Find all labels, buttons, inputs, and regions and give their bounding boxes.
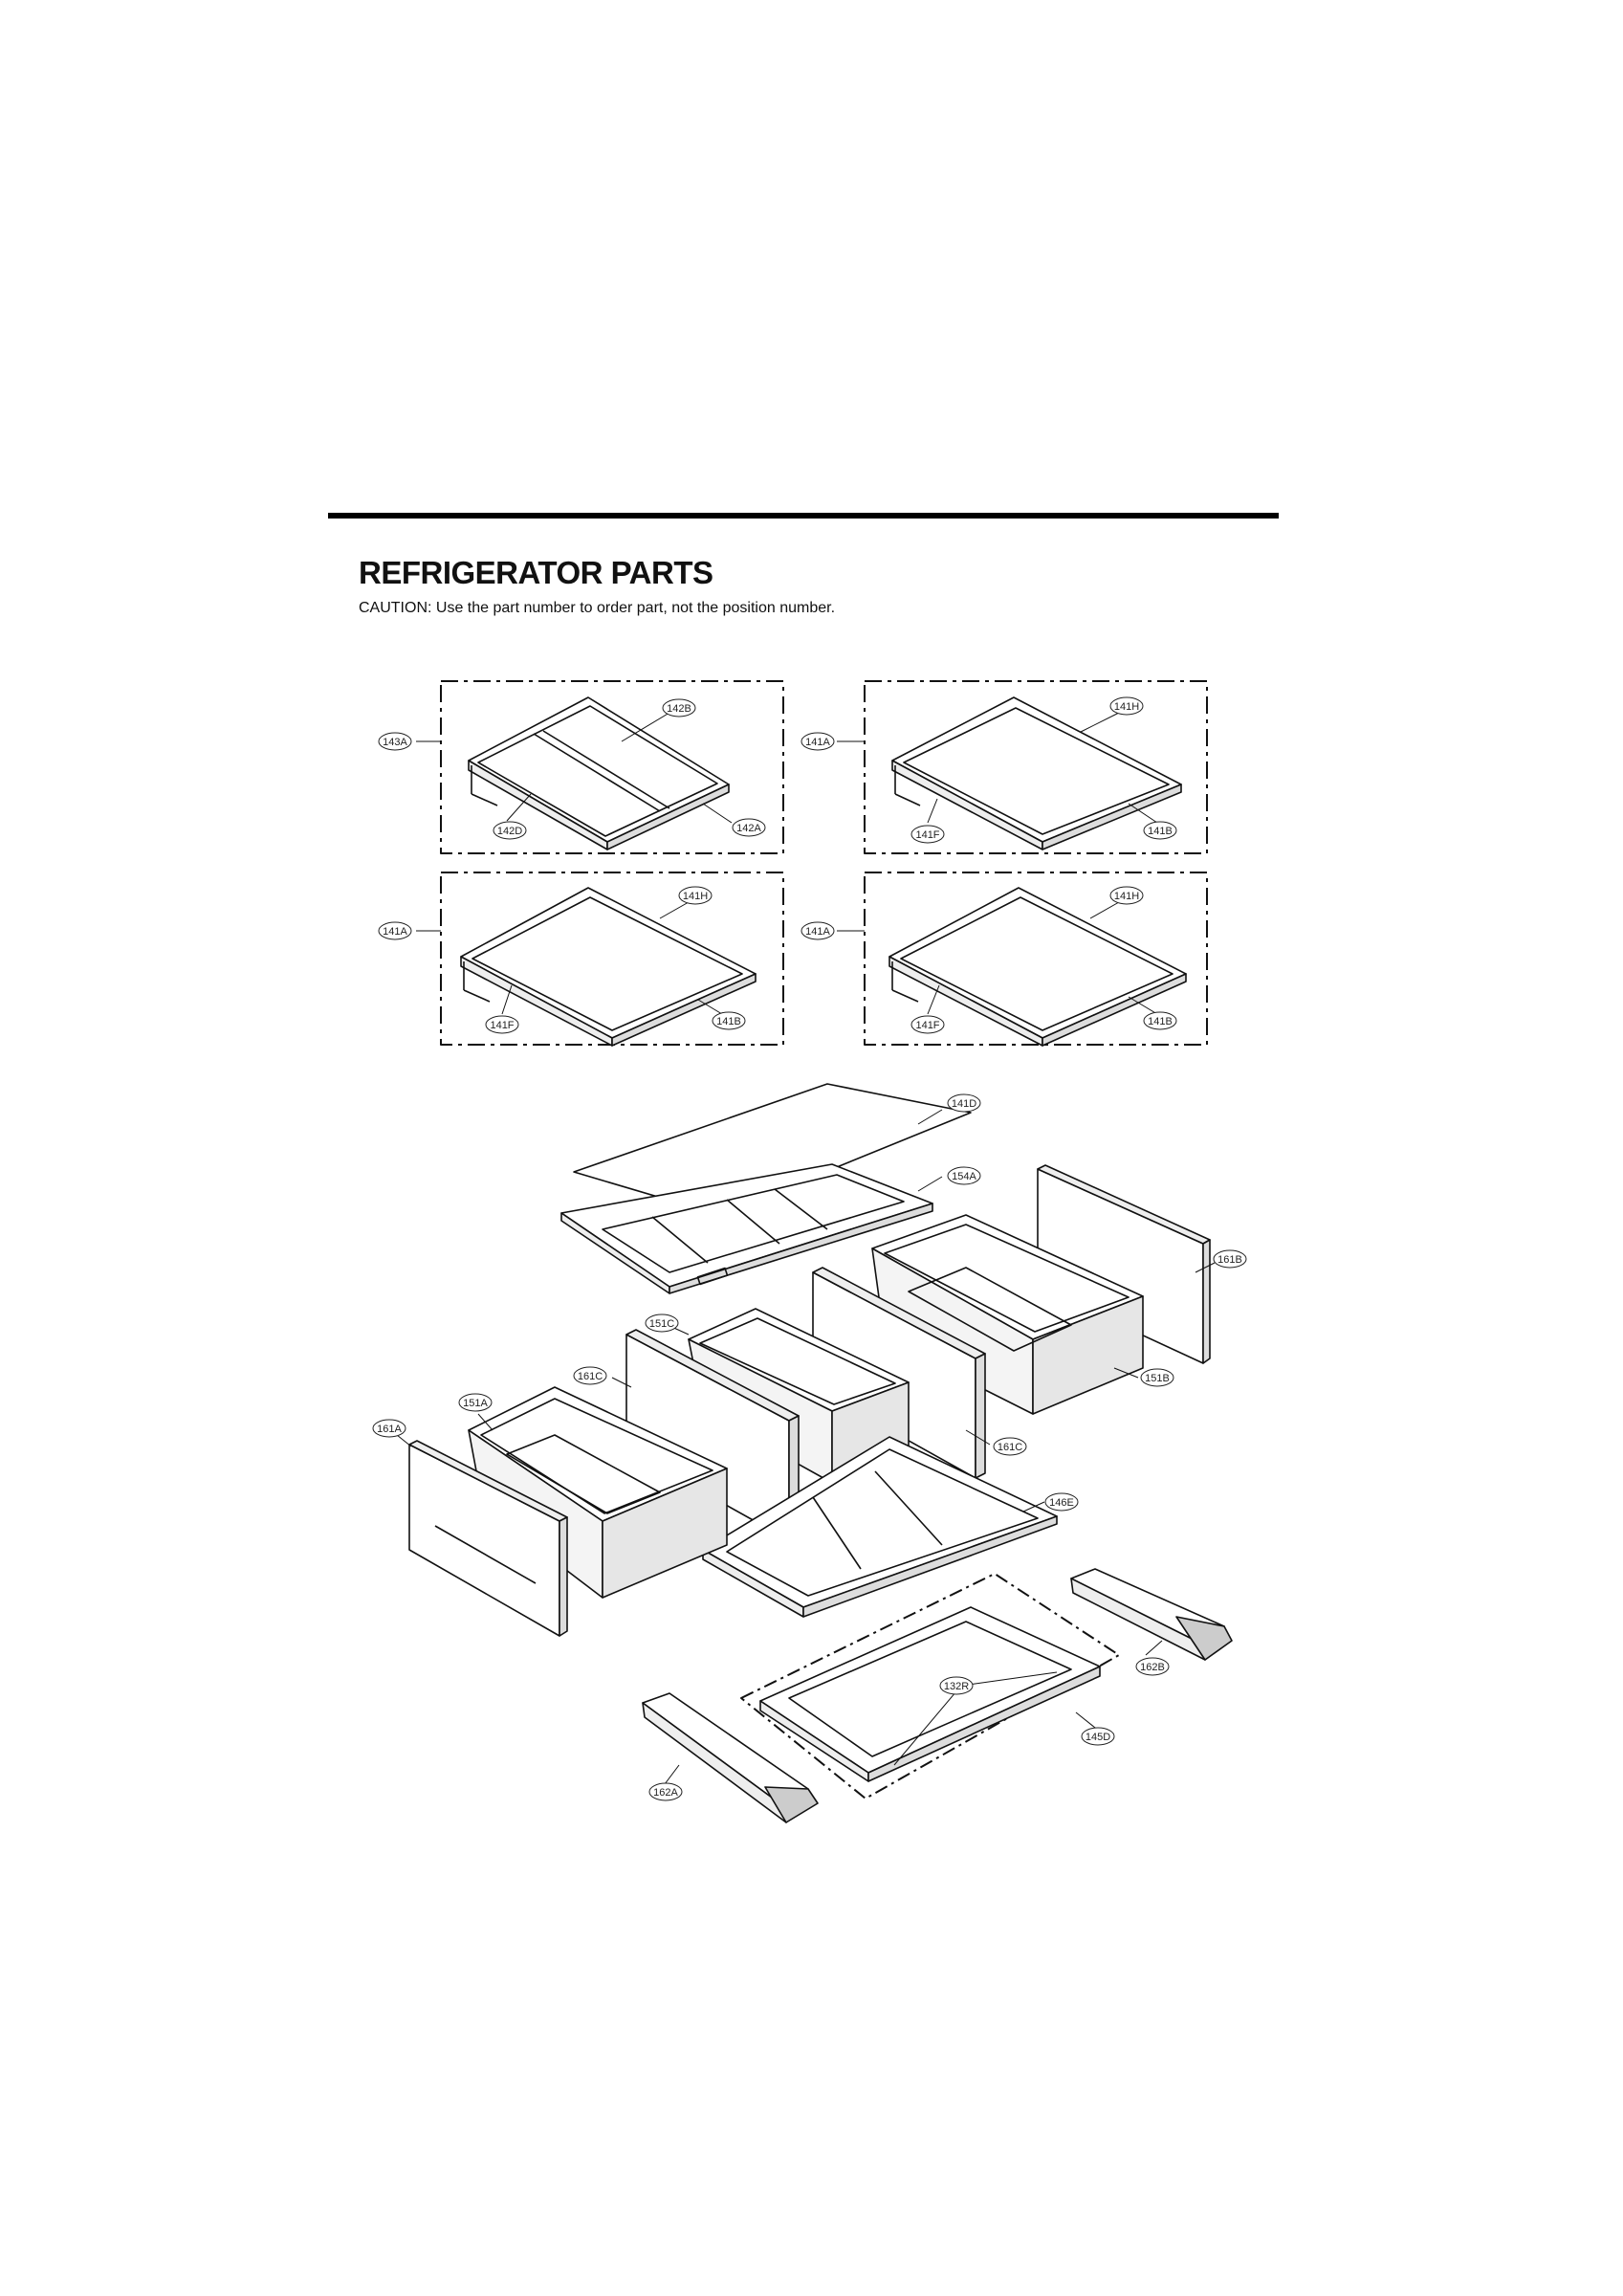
svg-text:151C: 151C xyxy=(649,1318,674,1330)
caution-note: CAUTION: Use the part number to order pa… xyxy=(359,600,836,616)
callout-151a: 151A xyxy=(458,1393,493,1412)
callout-142a: 142A xyxy=(732,818,766,837)
svg-text:141H: 141H xyxy=(1114,701,1139,713)
svg-text:141B: 141B xyxy=(1148,826,1173,837)
callout-151b: 151B xyxy=(1140,1368,1174,1387)
callout-162b: 162B xyxy=(1135,1657,1170,1676)
shelf-group-141a-top xyxy=(864,680,1208,854)
shelf-group-141a-right xyxy=(864,872,1208,1047)
callout-141f-1: 141F xyxy=(910,825,945,844)
callout-161a: 161A xyxy=(372,1419,406,1438)
shelf-group-143a xyxy=(440,680,784,854)
pantry-drawer-145d xyxy=(740,1573,1120,1799)
svg-text:141H: 141H xyxy=(1114,891,1139,902)
callout-161c-2: 161C xyxy=(993,1437,1027,1456)
callout-141h-1: 141H xyxy=(1109,696,1144,716)
svg-text:141B: 141B xyxy=(1148,1016,1173,1027)
svg-text:141H: 141H xyxy=(683,891,708,902)
svg-text:145D: 145D xyxy=(1086,1732,1110,1743)
callout-161c-1: 161C xyxy=(573,1366,607,1385)
rail-162a xyxy=(642,1692,819,1823)
side-panel-161b xyxy=(1037,1164,1211,1364)
bottom-tray-146e xyxy=(702,1436,1058,1618)
callout-141f-2: 141F xyxy=(485,1015,519,1034)
callout-141b-3: 141B xyxy=(1143,1011,1177,1030)
svg-text:146E: 146E xyxy=(1049,1497,1074,1509)
shelf-142 xyxy=(468,696,730,850)
rail-162b xyxy=(1070,1568,1233,1661)
callout-143a: 143A xyxy=(378,732,412,751)
divider-panel-161c-left xyxy=(625,1329,800,1541)
callout-141a-1: 141A xyxy=(801,732,835,751)
svg-text:141F: 141F xyxy=(915,829,939,841)
svg-text:141F: 141F xyxy=(915,1020,939,1031)
svg-text:142D: 142D xyxy=(497,826,522,837)
callout-161b: 161B xyxy=(1213,1249,1247,1269)
svg-text:142A: 142A xyxy=(736,823,761,834)
callout-141a-3: 141A xyxy=(801,921,835,940)
callout-145d: 145D xyxy=(1081,1727,1115,1746)
svg-text:132R: 132R xyxy=(944,1681,969,1692)
crisper-cover-frame-154a xyxy=(560,1163,933,1294)
callout-141f-3: 141F xyxy=(910,1015,945,1034)
svg-text:142B: 142B xyxy=(667,703,691,715)
shelf-141-right xyxy=(888,887,1187,1047)
svg-text:141B: 141B xyxy=(716,1016,741,1027)
callout-151c: 151C xyxy=(645,1314,679,1333)
callout-141b-1: 141B xyxy=(1143,821,1177,840)
svg-text:141A: 141A xyxy=(805,926,830,938)
svg-text:151A: 151A xyxy=(463,1398,488,1409)
svg-text:162A: 162A xyxy=(653,1787,678,1799)
svg-text:141A: 141A xyxy=(383,926,407,938)
svg-text:161B: 161B xyxy=(1217,1254,1242,1266)
leader-lines xyxy=(396,712,1216,1785)
callout-162a: 162A xyxy=(648,1782,683,1801)
callout-141a-2: 141A xyxy=(378,921,412,940)
svg-text:143A: 143A xyxy=(383,737,407,748)
callout-141h-2: 141H xyxy=(678,886,713,905)
page-title: REFRIGERATOR PARTS xyxy=(359,555,713,590)
crisper-drawer-151b xyxy=(871,1214,1144,1415)
svg-text:141D: 141D xyxy=(952,1098,976,1110)
svg-text:161C: 161C xyxy=(578,1371,603,1382)
callout-142d: 142D xyxy=(493,821,527,840)
header-rule xyxy=(328,513,1279,519)
callout-142b: 142B xyxy=(662,698,696,718)
callout-141d: 141D xyxy=(947,1093,981,1113)
svg-text:162B: 162B xyxy=(1140,1662,1165,1673)
svg-text:141F: 141F xyxy=(490,1020,514,1031)
callout-labels: 143A 142B 142D 142A 141A 141H 141F 141B 141A 141H… xyxy=(372,696,1247,1801)
svg-text:154A: 154A xyxy=(952,1171,976,1182)
svg-text:141A: 141A xyxy=(805,737,830,748)
callout-141h-3: 141H xyxy=(1109,886,1144,905)
side-panel-161a xyxy=(408,1440,568,1637)
callout-132r: 132R xyxy=(939,1676,974,1695)
svg-text:161C: 161C xyxy=(998,1442,1022,1453)
shelf-141-left xyxy=(460,887,757,1047)
shelf-group-141a-left xyxy=(440,872,784,1047)
svg-text:151B: 151B xyxy=(1145,1373,1170,1384)
callout-141b-2: 141B xyxy=(712,1011,746,1030)
callout-154a: 154A xyxy=(947,1166,981,1185)
callout-146e: 146E xyxy=(1044,1492,1079,1512)
shelf-141-top xyxy=(891,696,1182,850)
svg-text:161A: 161A xyxy=(377,1424,402,1435)
